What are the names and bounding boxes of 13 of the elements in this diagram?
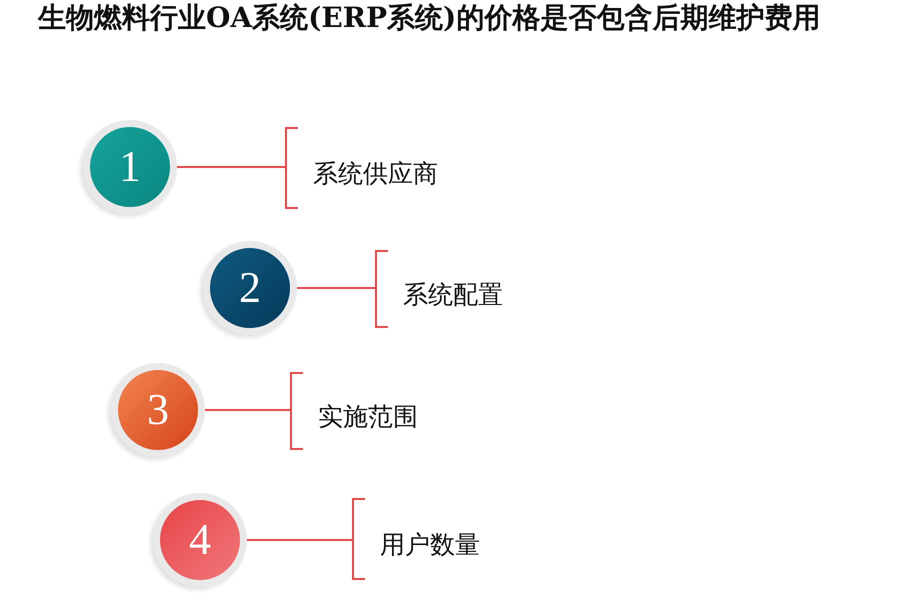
item-label: 实施范围 (318, 402, 418, 432)
title: 生物燃料行业OA系统(ERP系统)的价格是否包含后期维护费用 (38, 0, 820, 36)
item-label: 用户数量 (380, 530, 480, 560)
number-circle: 3 (111, 363, 205, 457)
connector-line (247, 539, 352, 541)
number-circle: 2 (203, 241, 297, 335)
number-circle: 1 (83, 120, 177, 214)
item-label: 系统配置 (403, 280, 503, 310)
item-label: 系统供应商 (313, 159, 438, 189)
connector-line (205, 409, 290, 411)
connector-line (297, 287, 375, 289)
connector-line (177, 166, 285, 168)
number-circle: 4 (153, 493, 247, 587)
